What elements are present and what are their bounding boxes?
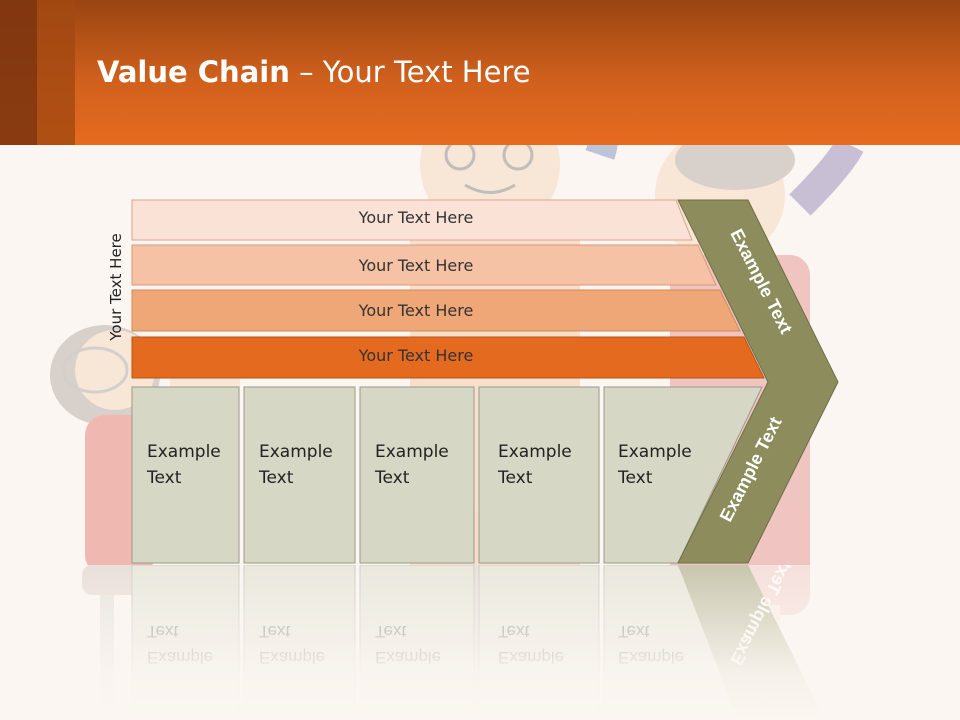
bar-1 <box>131 199 693 241</box>
title-bar: Value Chain – Your Text Here <box>0 0 960 145</box>
box-1-line1: Example <box>147 442 221 462</box>
side-label: Your Text Here <box>107 233 125 341</box>
box-4-line2: Text <box>498 468 533 488</box>
box-3-line1: Example <box>375 442 449 462</box>
title-bold: Value Chain <box>97 55 290 89</box>
bar-3-label: Your Text Here <box>358 301 474 320</box>
bar-2 <box>131 244 717 286</box>
box-4-line1: Example <box>498 442 572 462</box>
header-stripe <box>37 0 75 145</box>
bar-3 <box>131 289 741 332</box>
bar-2-label: Your Text Here <box>358 256 474 275</box>
box-5-line1: Example <box>618 442 692 462</box>
bar-1-label: Your Text Here <box>358 208 474 227</box>
box-2 <box>243 386 356 564</box>
box-1 <box>131 386 240 564</box>
chevron-arrow <box>677 199 839 564</box>
box-4 <box>478 386 600 564</box>
bar-4 <box>131 336 765 379</box>
box-5-line2: Text <box>618 468 653 488</box>
reflection-fade <box>0 565 960 720</box>
slide-title: Value Chain – Your Text Here <box>97 55 531 89</box>
header-stripe-dark <box>0 0 37 145</box>
bar-4-label: Your Text Here <box>358 346 474 365</box>
box-3 <box>359 386 475 564</box>
box-3-line2: Text <box>375 468 410 488</box>
box-1-line2: Text <box>147 468 182 488</box>
box-2-line1: Example <box>259 442 333 462</box>
title-rest: – Your Text Here <box>289 55 531 89</box>
box-2-line2: Text <box>259 468 294 488</box>
